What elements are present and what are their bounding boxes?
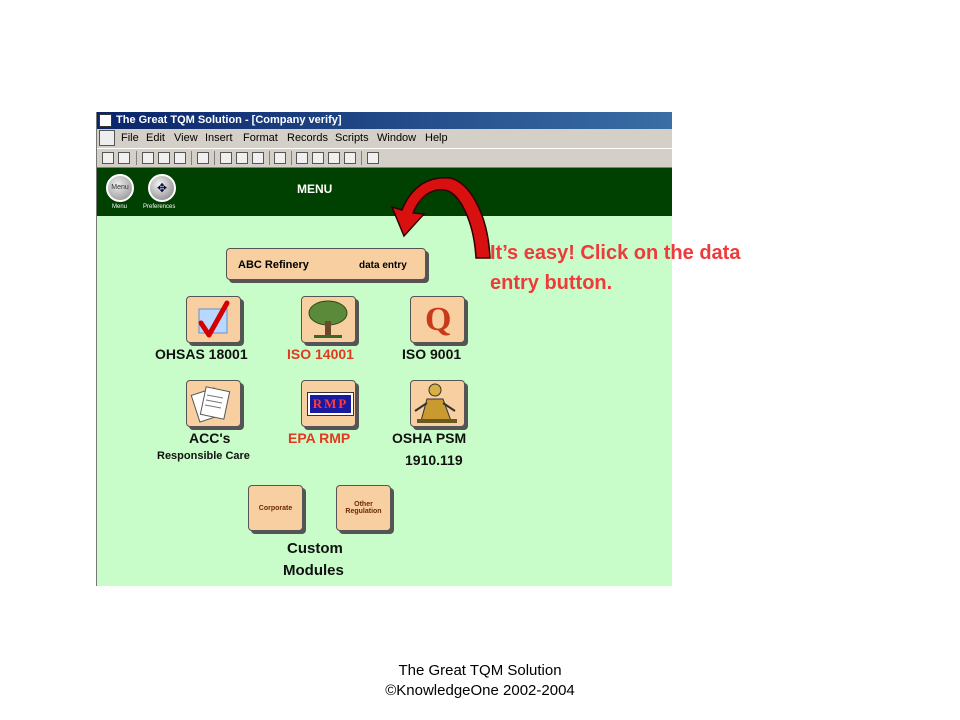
company-name: ABC Refinery: [238, 259, 309, 271]
browse-mode-icon[interactable]: [220, 152, 232, 164]
document-icon[interactable]: [99, 130, 115, 146]
menu-header: Menu Menu ✥ Preferences MENU: [97, 168, 672, 216]
menu-insert[interactable]: Insert: [205, 132, 233, 144]
custom-label: Custom: [287, 540, 343, 557]
menu-scripts[interactable]: Scripts: [335, 132, 369, 144]
menu-edit[interactable]: Edit: [146, 132, 165, 144]
menu-view[interactable]: View: [174, 132, 198, 144]
help-icon[interactable]: [367, 152, 379, 164]
osha-psm-button[interactable]: [410, 380, 465, 427]
menu-button[interactable]: Menu: [106, 174, 134, 202]
print-icon[interactable]: [102, 152, 114, 164]
toolbar-separator: [136, 151, 137, 165]
new-record-icon[interactable]: [296, 152, 308, 164]
toolbar-separator: [269, 151, 270, 165]
menu-button-label: Menu: [112, 204, 128, 210]
app-window: The Great TQM Solution - [Company verify…: [96, 112, 672, 586]
callout-line-1: It’s easy! Click on the data: [490, 242, 741, 264]
menu-file[interactable]: File: [121, 132, 139, 144]
move-arrows-icon: ✥: [156, 181, 168, 195]
osha-psm-label: OSHA PSM: [392, 430, 467, 446]
window-title: The Great TQM Solution - [Company verify…: [116, 114, 342, 126]
iso9001-label: ISO 9001: [402, 346, 462, 362]
checkmark-icon: [198, 300, 230, 338]
menu-window[interactable]: Window: [377, 132, 417, 144]
app-icon: [99, 114, 112, 127]
menu-title: MENU: [297, 182, 333, 196]
epa-rmp-button[interactable]: RMP: [301, 380, 356, 427]
accs-button[interactable]: [186, 380, 241, 427]
accs-label: ACC's: [189, 430, 231, 446]
find-all-icon[interactable]: [328, 152, 340, 164]
spellcheck-icon[interactable]: [118, 152, 130, 164]
iso14001-button[interactable]: [301, 296, 356, 343]
documents-icon: [190, 386, 231, 423]
copy-icon[interactable]: [158, 152, 170, 164]
menu-records[interactable]: Records: [287, 132, 328, 144]
preferences-label: Preferences: [143, 204, 176, 210]
ohsas-button[interactable]: [186, 296, 241, 343]
iso14001-label: ISO 14001: [287, 346, 354, 362]
menu-help[interactable]: Help: [425, 132, 448, 144]
rmp-icon: RMP: [307, 392, 354, 416]
worker-icon: [414, 383, 457, 423]
data-entry-label: data entry: [359, 260, 407, 271]
footer-line-2: ©KnowledgeOne 2002-2004: [385, 682, 575, 699]
toolbar: [97, 148, 672, 168]
responsible-care-label: Responsible Care: [157, 450, 250, 462]
instruction-callout: It’s easy! Click on the data entry butto…: [490, 238, 860, 298]
data-entry-button[interactable]: ABC Refinery data entry: [226, 248, 426, 280]
ohsas-label: OHSAS 18001: [155, 346, 248, 362]
tree-icon: [308, 300, 348, 338]
q-icon: Q: [425, 301, 452, 338]
callout-line-2: entry button.: [490, 272, 613, 294]
delete-record-icon[interactable]: [312, 152, 324, 164]
title-bar: The Great TQM Solution - [Company verify…: [97, 112, 672, 129]
paste-icon[interactable]: [174, 152, 186, 164]
toolbar-separator: [214, 151, 215, 165]
toolbar-separator: [361, 151, 362, 165]
find-mode-icon[interactable]: [236, 152, 248, 164]
corporate-button[interactable]: Corporate: [248, 485, 303, 531]
omit-record-icon[interactable]: [344, 152, 356, 164]
layout-mode-icon[interactable]: [252, 152, 264, 164]
modules-label: Modules: [283, 562, 344, 579]
slide-footer: The Great TQM Solution ©KnowledgeOne 200…: [0, 661, 960, 701]
footer-line-1: The Great TQM Solution: [398, 662, 562, 679]
epa-rmp-label: EPA RMP: [288, 430, 351, 446]
other-regulation-button[interactable]: Other Regulation: [336, 485, 391, 531]
menu-format[interactable]: Format: [243, 132, 278, 144]
preferences-button[interactable]: ✥: [148, 174, 176, 202]
undo-icon[interactable]: [197, 152, 209, 164]
sort-icon[interactable]: [274, 152, 286, 164]
cut-icon[interactable]: [142, 152, 154, 164]
iso9001-button[interactable]: Q: [410, 296, 465, 343]
toolbar-separator: [291, 151, 292, 165]
toolbar-separator: [191, 151, 192, 165]
menu-bar: File Edit View Insert Format Records Scr…: [97, 129, 672, 148]
osha-standard-label: 1910.119: [405, 452, 463, 468]
